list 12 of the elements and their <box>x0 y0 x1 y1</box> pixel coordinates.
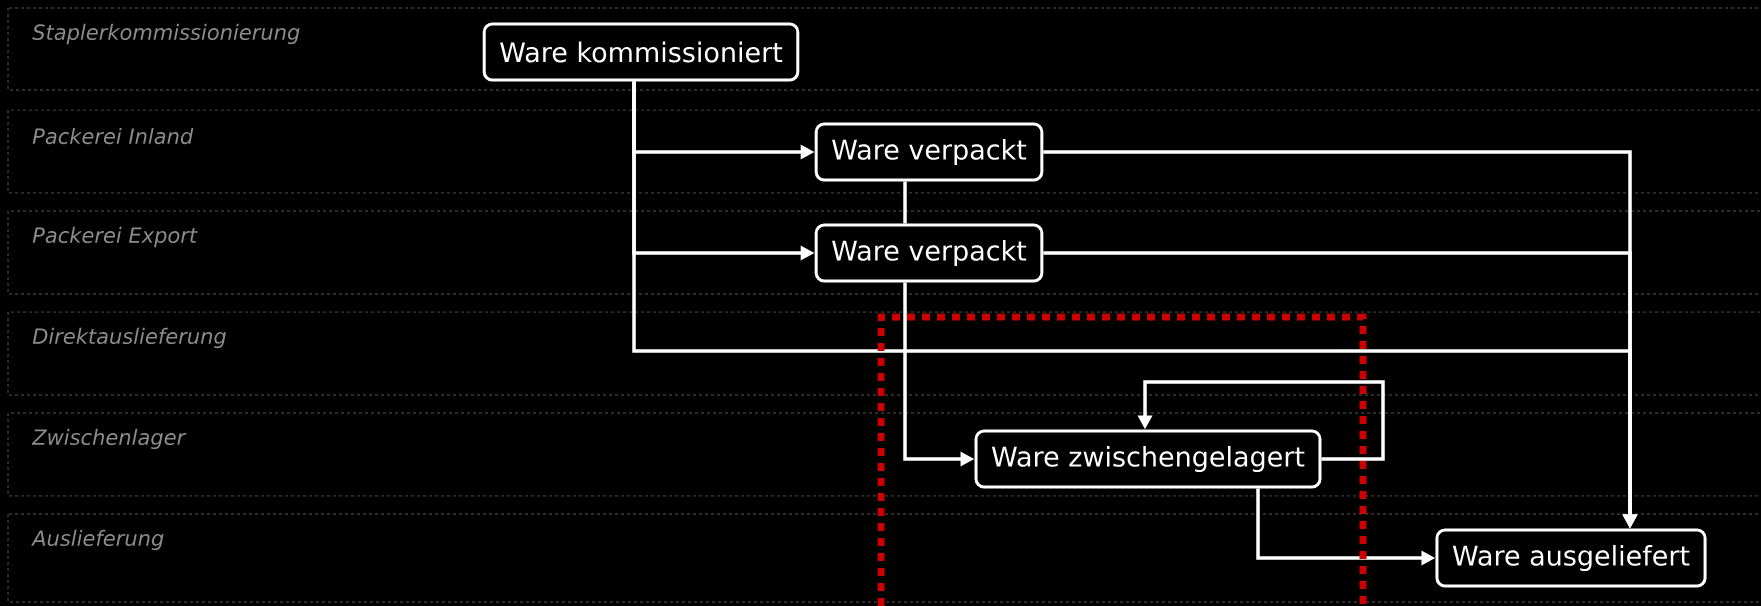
process-box: Ware verpackt <box>814 122 1044 182</box>
process-box: Ware zwischengelagert <box>974 429 1322 489</box>
process-box: Ware verpackt <box>814 223 1044 283</box>
process-box: Ware kommissioniert <box>482 22 800 82</box>
process-box: Ware ausgeliefert <box>1435 528 1707 588</box>
lane-label: Zwischenlager <box>31 428 187 450</box>
lane-label: Direktauslieferung <box>32 327 226 349</box>
connector-line <box>903 181 907 224</box>
lane-label: Staplerkommissionierung <box>32 23 300 45</box>
lane-label: Packerei Export <box>32 226 198 248</box>
lane-label: Packerei Inland <box>32 127 194 145</box>
lane-label: Auslieferung <box>31 529 164 551</box>
